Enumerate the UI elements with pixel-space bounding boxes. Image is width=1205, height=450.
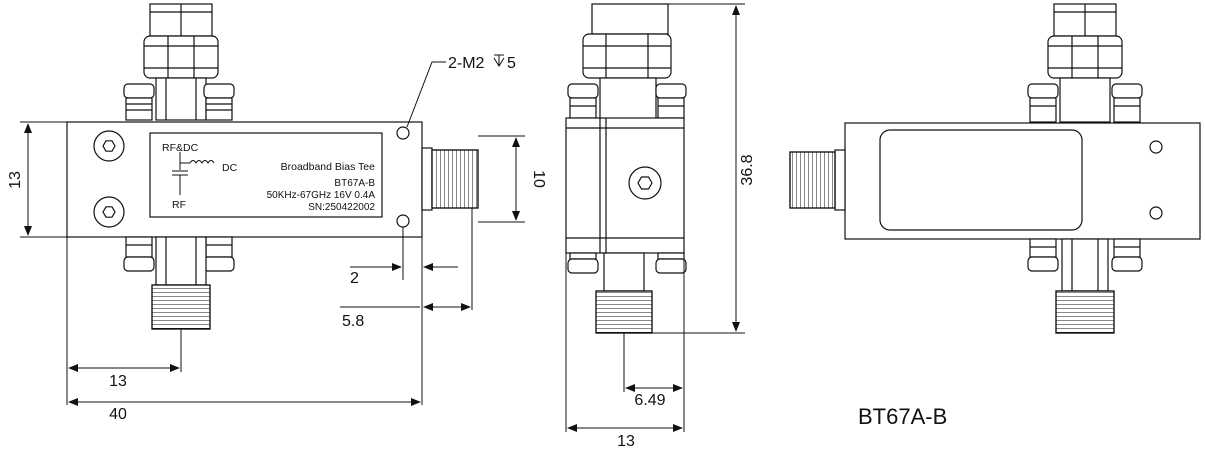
back-top-screws xyxy=(1027,83,1143,123)
side-top-screws xyxy=(567,83,687,119)
back-bottom-connector xyxy=(1055,238,1115,334)
side-view xyxy=(565,3,687,334)
dim-side-height: 36.8 xyxy=(739,154,756,185)
side-top-connector xyxy=(582,3,672,121)
front-top-screws xyxy=(123,83,235,121)
side-dimensions xyxy=(565,3,745,432)
label-port-rf: RF xyxy=(172,199,186,211)
dim-connector-height: 10 xyxy=(530,170,547,188)
label-port-top: RF&DC xyxy=(162,142,199,154)
front-view xyxy=(66,3,479,330)
dim-overall-length: 40 xyxy=(109,406,127,423)
back-bottom-screws xyxy=(1027,238,1143,272)
label-plate xyxy=(149,132,383,218)
front-top-connector xyxy=(143,3,219,121)
back-recess xyxy=(879,129,1083,231)
label-serial: SN:250422002 xyxy=(308,202,375,213)
front-right-connector xyxy=(421,147,479,211)
front-dimensions xyxy=(20,61,525,406)
dim-port-position: 13 xyxy=(109,373,127,390)
front-body-screws xyxy=(93,130,125,228)
label-model: BT67A-B xyxy=(334,178,375,189)
model-caption: BT67A-B xyxy=(858,404,947,429)
side-hex-screw xyxy=(628,166,662,200)
label-spec: 50KHz-67GHz 16V 0.4A xyxy=(267,190,376,201)
label-port-dc: DC xyxy=(222,162,238,174)
front-bottom-screws xyxy=(123,236,235,272)
dim-side-port-offset: 6.49 xyxy=(634,392,665,409)
mount-hole-bottom xyxy=(396,214,410,228)
depth-symbol-icon xyxy=(493,54,505,67)
hole-callout: 2-M2 xyxy=(448,55,485,72)
hole-callout-depth: 5 xyxy=(507,55,516,72)
back-top-connector xyxy=(1047,3,1123,123)
dim-hole-offset: 2 xyxy=(350,270,359,287)
front-bottom-connector xyxy=(151,236,211,330)
side-bottom-screws xyxy=(567,252,687,274)
dim-connector-offset: 5.8 xyxy=(342,313,364,330)
dim-side-width: 13 xyxy=(617,433,635,450)
side-body xyxy=(565,117,685,254)
bias-tee-schematic-icon xyxy=(172,152,215,195)
label-product-name: Broadband Bias Tee xyxy=(281,161,376,173)
back-view xyxy=(789,3,1201,334)
mount-hole-top xyxy=(396,126,410,140)
side-bottom-connector xyxy=(595,252,653,334)
dim-front-height: 13 xyxy=(7,171,24,189)
back-left-connector xyxy=(789,149,846,211)
